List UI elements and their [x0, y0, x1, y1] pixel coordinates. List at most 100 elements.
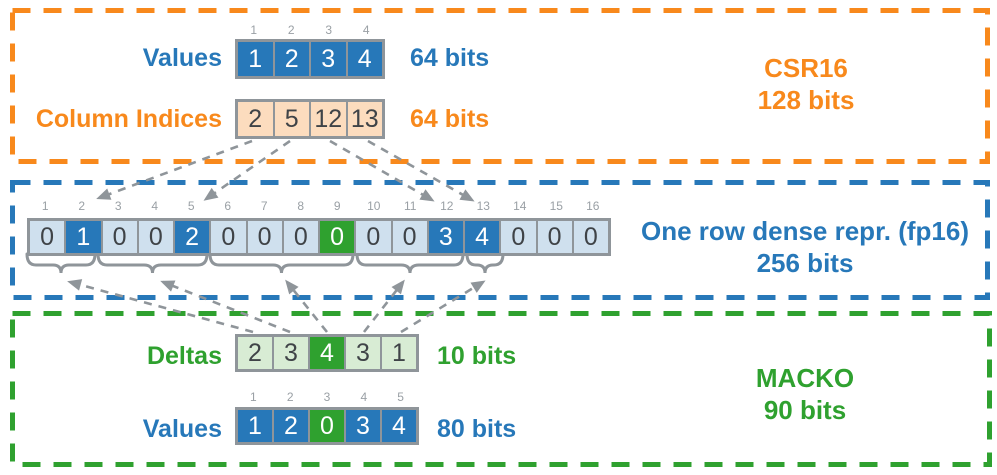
cell: 3 [428, 221, 463, 253]
cell: 4 [347, 42, 382, 76]
cell: 1 [238, 42, 273, 76]
index-label: 6 [224, 199, 232, 213]
index-label: 8 [297, 199, 305, 213]
macko-region-border [10, 311, 992, 467]
cell: 3 [274, 337, 308, 369]
csr16-group-title: CSR16 [764, 53, 848, 83]
dense-label-line1: One row dense repr. (fp16) [641, 216, 969, 246]
cell: 0 [392, 221, 427, 253]
csr16-group-label: CSR16 128 bits [706, 53, 906, 116]
index-label: 4 [362, 23, 370, 37]
cell: 2 [274, 410, 308, 442]
cell: 3 [346, 337, 380, 369]
cell: 1 [382, 337, 416, 369]
dashed-arrow-delta-3 [285, 279, 329, 333]
dense-label-line2: 256 bits [756, 247, 854, 278]
index-label: 16 [586, 199, 600, 213]
index-label: 7 [260, 199, 268, 213]
csr-values-label: Values [142, 44, 222, 72]
cell: 0 [283, 221, 318, 253]
csr-values-bits: 64 bits [410, 44, 490, 72]
cell: 2 [238, 102, 273, 136]
index-label: 12 [440, 199, 454, 213]
csr16-group-bits: 128 bits [757, 84, 855, 115]
cell: 0 [573, 221, 608, 253]
cell: 0 [30, 221, 65, 253]
dashed-arrow-delta-2 [160, 280, 291, 334]
dense-region-border [10, 180, 990, 300]
index-label: 2 [287, 23, 295, 37]
macko-group-bits: 90 bits [763, 394, 847, 425]
cell: 3 [346, 410, 380, 442]
dashed-arrow-delta-4 [362, 279, 405, 333]
index-label: 2 [286, 390, 294, 404]
index-label: 1 [250, 23, 258, 37]
index-label: 13 [476, 199, 490, 213]
index-label: 3 [114, 199, 122, 213]
index-label: 2 [78, 199, 86, 213]
cell: 1 [238, 410, 272, 442]
dashed-arrow-delta-5 [400, 280, 486, 334]
index-label: 4 [360, 390, 368, 404]
cell: 2 [175, 221, 210, 253]
cell: 0 [310, 410, 344, 442]
cell: 4 [382, 410, 416, 442]
cell: 4 [465, 221, 500, 253]
cell: 0 [356, 221, 391, 253]
dashed-arrow-colidx-5 [203, 139, 291, 201]
dashed-arrow-colidx-12 [329, 139, 435, 202]
macko-values-index-row: 1 2 3 4 5 [235, 391, 419, 403]
cell: 2 [238, 337, 272, 369]
csr16-region-border [10, 8, 990, 164]
index-label: 4 [151, 199, 159, 213]
index-label: 15 [549, 199, 563, 213]
cell: 0 [320, 221, 355, 253]
cell: 5 [274, 102, 309, 136]
macko-group-label: MACKO 90 bits [705, 363, 905, 426]
index-label: 11 [404, 199, 417, 213]
group-brace-3 [208, 252, 355, 274]
group-brace-1 [25, 252, 97, 274]
cell: 0 [211, 221, 246, 253]
macko-deltas-label: Deltas [146, 342, 222, 370]
cell: 1 [66, 221, 101, 253]
group-brace-4 [355, 252, 465, 274]
group-brace-5 [465, 252, 505, 274]
macko-values-label: Values [142, 415, 222, 443]
cell: 0 [247, 221, 282, 253]
cell: 2 [274, 42, 309, 76]
index-label: 9 [333, 199, 341, 213]
index-label: 5 [397, 390, 404, 404]
cell: 0 [102, 221, 137, 253]
dense-label: One row dense repr. (fp16) 256 bits [630, 216, 980, 279]
dashed-arrow-colidx-13 [367, 139, 475, 202]
cell: 0 [537, 221, 572, 253]
index-label: 5 [187, 199, 195, 213]
dashed-arrow-colidx-2 [96, 139, 253, 200]
dashed-arrow-delta-1 [67, 279, 254, 334]
cell: 4 [310, 337, 344, 369]
index-label: 1 [250, 390, 257, 404]
csr-column-indices-bits: 64 bits [410, 105, 490, 133]
csr-values-index-row: 1 2 3 4 [235, 24, 385, 36]
index-label: 3 [323, 390, 331, 404]
macko-group-title: MACKO [755, 363, 855, 393]
cell: 13 [347, 102, 382, 136]
index-label: 14 [513, 199, 527, 213]
cell: 0 [501, 221, 536, 253]
cell: 0 [138, 221, 173, 253]
cell: 12 [311, 102, 346, 136]
index-label: 3 [325, 23, 333, 37]
index-label: 10 [367, 199, 381, 213]
group-brace-2 [96, 252, 209, 274]
csr-column-indices-label: Column Indices [35, 105, 222, 133]
index-label: 1 [41, 199, 49, 213]
